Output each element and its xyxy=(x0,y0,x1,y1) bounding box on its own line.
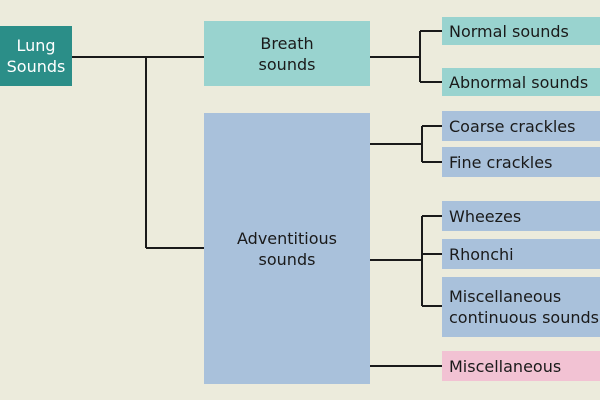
node-lung-sounds: Lung Sounds xyxy=(0,26,72,86)
node-adventitious-sounds-label: Adventitious sounds xyxy=(237,228,337,269)
node-wheezes: Wheezes xyxy=(442,201,600,231)
node-miscellaneous-label: Miscellaneous xyxy=(449,356,562,376)
node-coarse-crackles: Coarse crackles xyxy=(442,111,600,141)
node-breath-sounds-label: Breath sounds xyxy=(258,33,316,74)
node-misc-continuous-sounds: Miscellaneous continuous sounds xyxy=(442,277,600,337)
node-fine-crackles: Fine crackles xyxy=(442,147,600,177)
node-breath-sounds: Breath sounds xyxy=(204,21,370,86)
node-adventitious-sounds: Adventitious sounds xyxy=(204,113,370,384)
node-abnormal-sounds-label: Abnormal sounds xyxy=(449,72,589,92)
node-miscellaneous: Miscellaneous xyxy=(442,351,600,381)
node-coarse-crackles-label: Coarse crackles xyxy=(449,116,576,136)
node-abnormal-sounds: Abnormal sounds xyxy=(442,68,600,96)
node-wheezes-label: Wheezes xyxy=(449,206,522,226)
node-normal-sounds-label: Normal sounds xyxy=(449,21,569,41)
node-rhonchi: Rhonchi xyxy=(442,239,600,269)
node-lung-sounds-label: Lung Sounds xyxy=(6,36,66,76)
node-rhonchi-label: Rhonchi xyxy=(449,244,514,264)
node-misc-continuous-sounds-label: Miscellaneous continuous sounds xyxy=(449,287,599,327)
node-normal-sounds: Normal sounds xyxy=(442,17,600,45)
node-fine-crackles-label: Fine crackles xyxy=(449,152,553,172)
